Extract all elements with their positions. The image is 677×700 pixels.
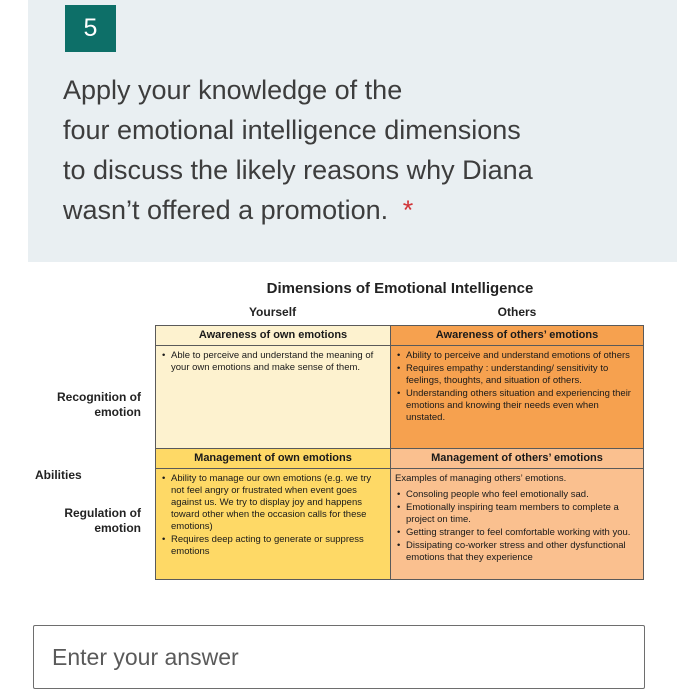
question-line: four emotional intelligence dimensions [63,115,521,145]
bullet-item: Emotionally inspiring team members to co… [395,502,637,526]
row-label-recognition: Recognition of emotion [57,390,141,419]
question-number-badge: 5 [65,5,116,52]
answer-field-wrapper [33,625,645,689]
quadrant-body-management-own: Ability to manage our own emotions (e.g.… [156,469,391,580]
bullet-item: Getting stranger to feel comfortable wor… [395,527,637,539]
question-panel: 5 Apply your knowledge of the four emoti… [28,0,677,262]
question-title: Apply your knowledge of the four emotion… [63,70,637,230]
answer-input[interactable] [33,625,645,689]
question-line-text: wasn’t offered a promotion. [63,195,389,225]
required-asterisk: * [402,195,414,225]
bullet-item: Requires empathy : understanding/ sensit… [395,363,637,387]
bullet-item: Consoling people who feel emotionally sa… [395,489,637,501]
ei-matrix: Awareness of own emotions Awareness of o… [155,325,644,580]
quadrant-header-awareness-others: Awareness of others’ emotions [391,326,644,346]
question-figure: Dimensions of Emotional Intelligence You… [35,268,645,580]
axis-label-abilities: Abilities [35,468,82,482]
row-label-regulation: Regulation of emotion [64,506,141,535]
figure-title: Dimensions of Emotional Intelligence [266,280,534,297]
bullet-item: Able to perceive and understand the mean… [160,350,384,374]
bullet-item: Requires deep acting to generate or supp… [160,534,384,558]
bullet-item: Ability to perceive and understand emoti… [395,350,637,362]
bullet-item: Understanding others situation and exper… [395,388,637,424]
quadrant-header-management-others: Management of others’ emotions [391,449,644,469]
quadrant-body-management-others: Examples of managing others’ emotions. C… [391,469,644,580]
bullet-list: Consoling people who feel emotionally sa… [391,485,643,564]
quadrant-body-awareness-own: Able to perceive and understand the mean… [156,346,391,449]
question-line: wasn’t offered a promotion. * [63,190,637,230]
question-line: to discuss the likely reasons why Diana [63,155,533,185]
question-number: 5 [83,14,98,42]
quadrant-body-awareness-others: Ability to perceive and understand emoti… [391,346,644,449]
question-line: Apply your knowledge of the [63,75,403,105]
column-header-others: Others [497,305,537,319]
quadrant-header-management-own: Management of own emotions [156,449,391,469]
quadrant-header-awareness-own: Awareness of own emotions [156,326,391,346]
column-header-yourself: Yourself [248,305,297,319]
quadrant-intro-text: Examples of managing others’ emotions. [395,473,567,484]
bullet-item: Ability to manage our own emotions (e.g.… [160,473,384,533]
bullet-list: Ability to manage our own emotions (e.g.… [156,469,390,558]
bullet-list: Ability to perceive and understand emoti… [391,346,643,424]
bullet-item: Dissipating co-worker stress and other d… [395,540,637,564]
bullet-list: Able to perceive and understand the mean… [156,346,390,374]
